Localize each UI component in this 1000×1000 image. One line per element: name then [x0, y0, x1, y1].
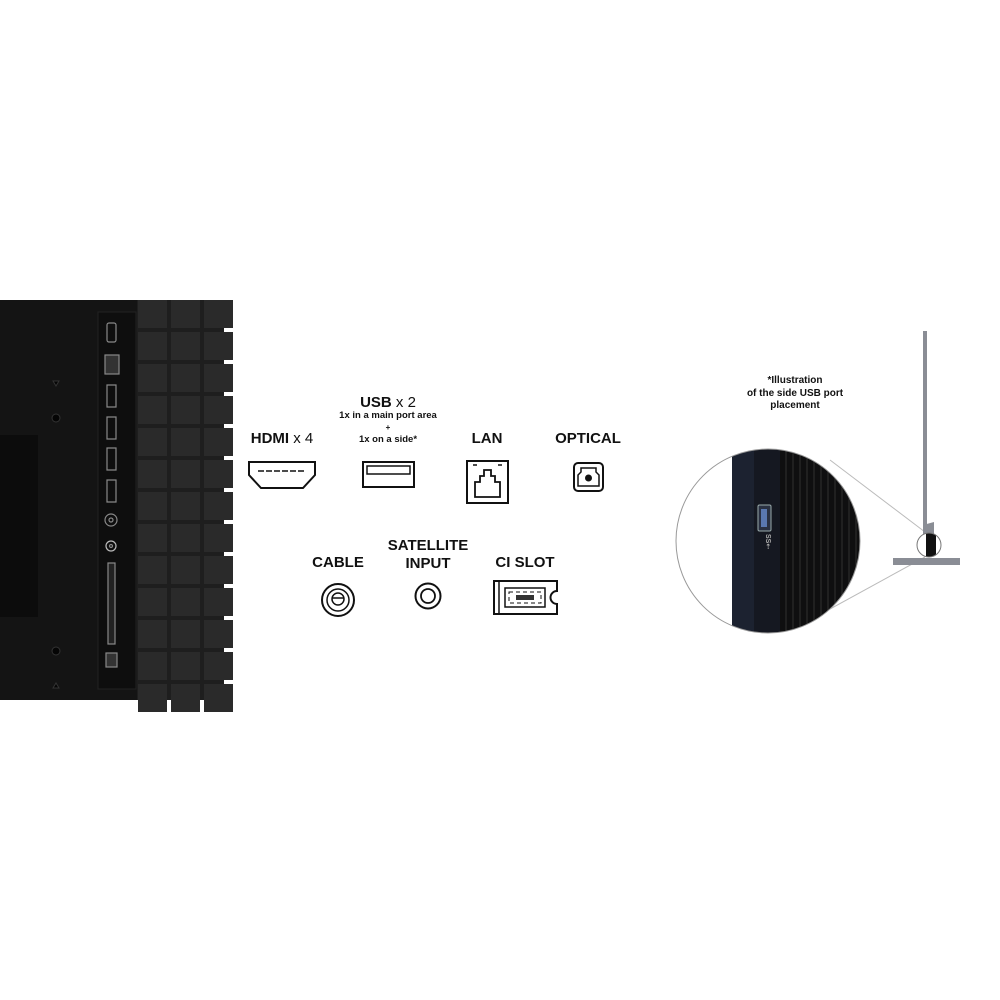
grid-tile — [171, 556, 200, 584]
grid-tile — [171, 684, 200, 712]
usb-ss-logo: SS⇠ — [764, 534, 771, 549]
satellite-label-line2: INPUT — [405, 555, 451, 572]
satellite-port-icon — [414, 582, 442, 610]
strip-port-icons — [104, 322, 120, 668]
zoom-circle — [675, 448, 861, 634]
grid-tile — [138, 332, 167, 360]
grid-tile — [138, 396, 167, 424]
grid-tile — [204, 620, 233, 648]
grid-tile — [138, 524, 167, 552]
hdmi-count: x 4 — [293, 430, 314, 447]
hdmi-port-icon — [248, 461, 316, 489]
grid-tile — [171, 332, 200, 360]
lan-port-icon — [466, 460, 509, 504]
grid-tile — [171, 524, 200, 552]
small-zoom-circle — [916, 532, 942, 558]
usb-port-icon — [362, 461, 415, 488]
grid-tile — [138, 300, 167, 328]
grid-tile — [138, 684, 167, 712]
note-line-3: placement — [770, 400, 820, 411]
back-grid-tiles — [138, 300, 233, 712]
grid-tile — [171, 460, 200, 488]
zoomed-side-view: SS⇠ — [676, 449, 860, 633]
zoom-line-top — [829, 459, 926, 533]
side-usb-note: *Illustration of the side USB port place… — [747, 375, 843, 413]
grid-tile — [204, 652, 233, 680]
grid-tile — [204, 556, 233, 584]
grid-tile — [204, 396, 233, 424]
grid-tile — [171, 652, 200, 680]
grid-tile — [138, 492, 167, 520]
note-line-2: of the side USB port — [746, 387, 844, 399]
optical-label: OPTICAL — [555, 430, 621, 447]
grid-tile — [138, 652, 167, 680]
back-panel-recess — [0, 435, 38, 617]
grid-tile — [171, 588, 200, 616]
grid-tile — [171, 620, 200, 648]
screw-icons — [51, 380, 61, 689]
grid-tile — [138, 620, 167, 648]
grid-tile — [171, 364, 200, 392]
usb-label: USB x 2 — [360, 394, 416, 412]
cable-label: CABLE — [312, 554, 364, 571]
usb-detail-side: 1x on a side* — [358, 434, 418, 445]
ci-slot-label: CI SLOT — [495, 554, 555, 571]
grid-tile — [204, 428, 233, 456]
grid-tile — [204, 684, 233, 712]
grid-tile — [204, 300, 233, 328]
hdmi-name: HDMI — [250, 430, 290, 447]
tv-side-panel — [923, 331, 927, 531]
grid-tile — [138, 556, 167, 584]
grid-tile — [204, 492, 233, 520]
grid-tile — [204, 524, 233, 552]
hdmi-label: HDMI x 4 — [251, 430, 314, 448]
ci-slot-icon — [493, 580, 558, 615]
satellite-label-line1: SATELLITE — [387, 537, 469, 554]
usb-count: x 2 — [395, 394, 416, 411]
optical-port-icon — [573, 462, 604, 492]
usb-detail-plus: + — [385, 423, 391, 432]
grid-tile — [138, 460, 167, 488]
grid-tile — [204, 588, 233, 616]
note-line-1: *Illustration — [767, 375, 823, 386]
cable-port-icon — [321, 583, 355, 617]
grid-tile — [138, 364, 167, 392]
grid-tile — [171, 300, 200, 328]
grid-tile — [138, 588, 167, 616]
grid-tile — [171, 492, 200, 520]
grid-tile — [171, 428, 200, 456]
usb-detail-main: 1x in a main port area — [339, 410, 437, 421]
grid-tile — [171, 396, 200, 424]
grid-tile — [204, 460, 233, 488]
tv-back-panel-photo — [0, 300, 233, 712]
side-usb-illustration: SS⇠ — [675, 331, 960, 634]
grid-tile — [138, 428, 167, 456]
tv-stand-base — [893, 558, 960, 565]
port-strip — [97, 311, 137, 690]
usb-name: USB — [360, 394, 392, 411]
lan-label: LAN — [471, 430, 503, 447]
grid-tile — [204, 364, 233, 392]
grid-tile — [204, 332, 233, 360]
